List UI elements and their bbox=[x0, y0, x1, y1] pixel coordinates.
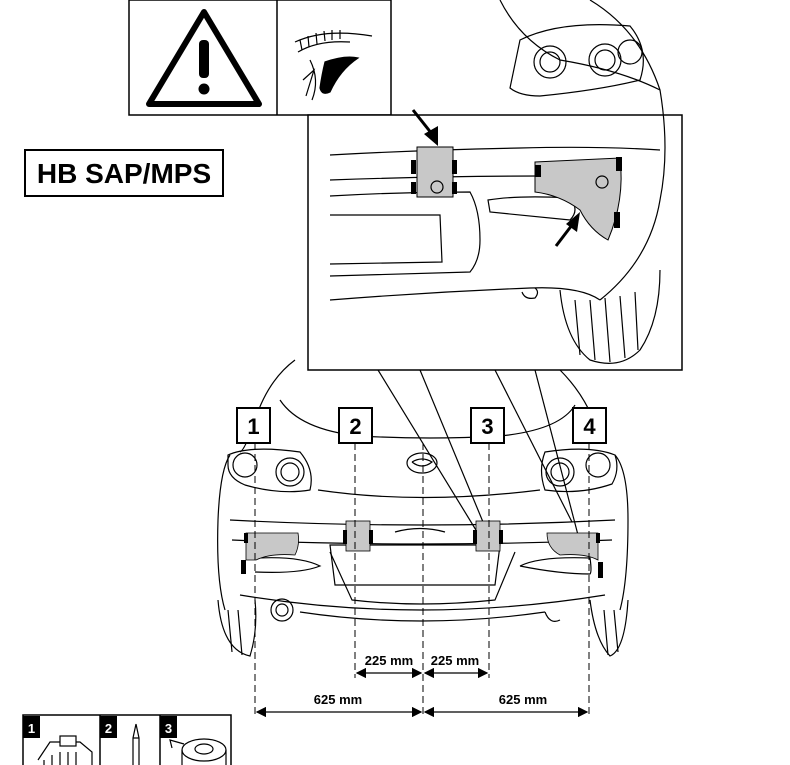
sensor-marker bbox=[343, 520, 373, 552]
svg-text:4: 4 bbox=[583, 414, 596, 439]
car-rear-view bbox=[217, 359, 629, 657]
model-label: HB SAP/MPS bbox=[37, 158, 211, 189]
sensor-marker bbox=[411, 146, 457, 198]
tool-number-1: 1 bbox=[28, 721, 35, 736]
dimension-inner-left: 225 mm bbox=[365, 653, 413, 668]
dimension-outer-right: 625 mm bbox=[499, 692, 547, 707]
dimension-lines bbox=[255, 667, 589, 718]
svg-text:1: 1 bbox=[247, 414, 259, 439]
detail-callout bbox=[307, 0, 683, 371]
warning-panel bbox=[128, 0, 392, 116]
sensor-marker bbox=[534, 157, 622, 241]
caution-detail-icon bbox=[294, 30, 373, 101]
dimension-outer-left: 625 mm bbox=[314, 692, 362, 707]
position-label-4: 4 bbox=[572, 407, 607, 444]
sensor-marker bbox=[241, 532, 299, 574]
sensor-marker bbox=[546, 532, 603, 578]
tool-number-3: 3 bbox=[165, 721, 172, 736]
dimension-inner-right: 225 mm bbox=[431, 653, 479, 668]
sensor-marker bbox=[473, 520, 503, 552]
arrow-pointer-icon bbox=[411, 109, 438, 146]
drill-tool-icon bbox=[37, 735, 93, 765]
warning-icon bbox=[146, 9, 262, 107]
svg-text:3: 3 bbox=[481, 414, 493, 439]
position-label-1: 1 bbox=[236, 407, 271, 444]
tape-tool-icon bbox=[169, 738, 227, 765]
sensor-centerlines bbox=[254, 443, 590, 718]
tool-number-2: 2 bbox=[105, 721, 112, 736]
svg-text:2: 2 bbox=[349, 414, 361, 439]
model-label-box: HB SAP/MPS bbox=[24, 149, 224, 197]
tools-panel: 1 2 3 bbox=[22, 714, 232, 765]
position-label-2: 2 bbox=[338, 407, 373, 444]
pencil-tool-icon bbox=[132, 723, 140, 765]
callout-leader-lines bbox=[377, 369, 579, 536]
position-label-3: 3 bbox=[470, 407, 505, 444]
arrow-pointer-icon bbox=[554, 212, 580, 247]
